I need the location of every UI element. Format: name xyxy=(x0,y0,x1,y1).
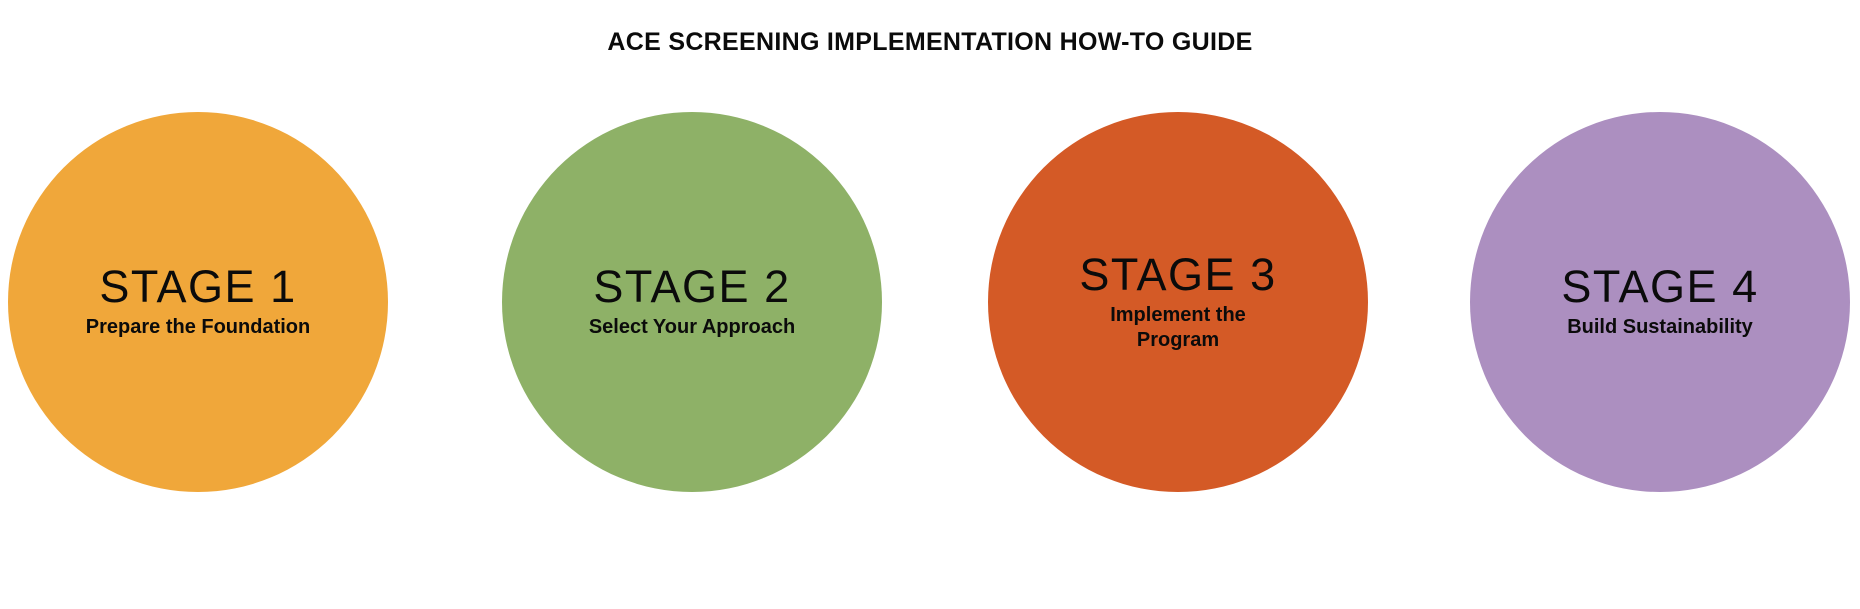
stage-circle-4[interactable]: STAGE 4 Build Sustainability xyxy=(1470,112,1850,492)
stage-3-title: STAGE 3 xyxy=(1079,248,1277,300)
page-title: ACE SCREENING IMPLEMENTATION HOW-TO GUID… xyxy=(607,28,1253,56)
stage-circle-3[interactable]: STAGE 3 Implement the Program xyxy=(988,112,1368,492)
stage-2-title: STAGE 2 xyxy=(593,261,791,312)
stage-4-subtitle: Build Sustainability xyxy=(1567,316,1753,338)
stage-1-title: STAGE 1 xyxy=(99,261,297,312)
stage-4-title: STAGE 4 xyxy=(1561,261,1759,312)
stage-circle-2[interactable]: STAGE 2 Select Your Approach xyxy=(502,112,882,492)
stage-3-subtitle: Implement the Program xyxy=(1110,303,1246,351)
stage-circle-1[interactable]: STAGE 1 Prepare the Foundation xyxy=(8,112,388,492)
stage-row: STAGE 1 Prepare the Foundation STAGE 2 S… xyxy=(0,112,1860,512)
stage-2-subtitle: Select Your Approach xyxy=(588,316,796,338)
stage-1-subtitle: Prepare the Foundation xyxy=(85,316,311,338)
